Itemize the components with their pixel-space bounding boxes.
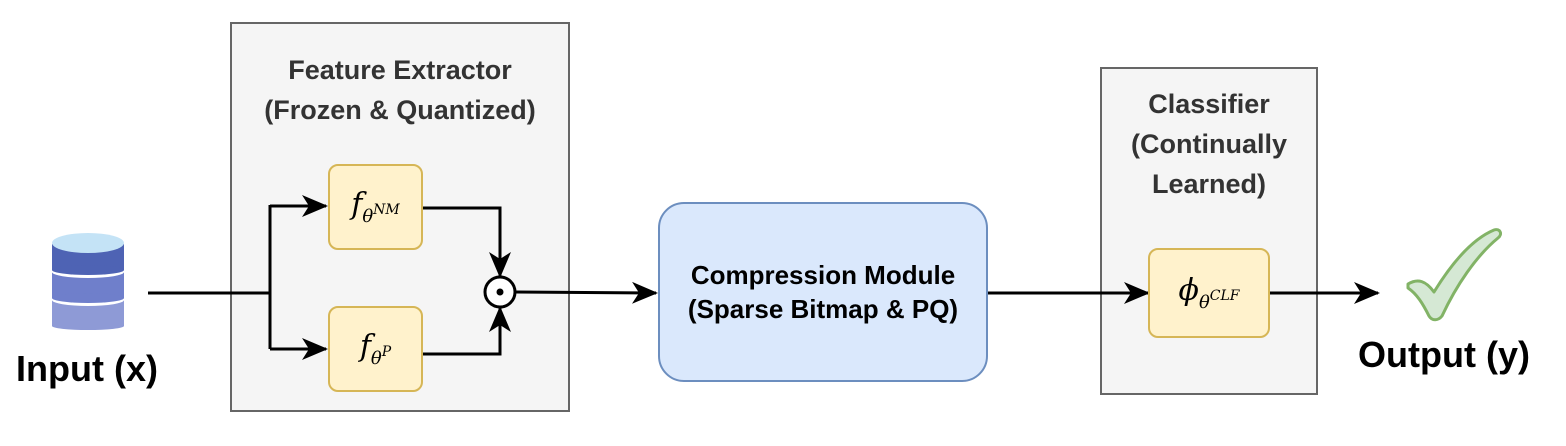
database-icon — [52, 233, 124, 330]
classifier-title: Classifier (Continually Learned) — [1100, 84, 1318, 204]
wire-to-compression — [515, 281, 658, 304]
output-label: Output (y) — [1358, 334, 1530, 375]
classifier-title-line2: (Continually — [1131, 129, 1287, 159]
fnm-box: fθNM — [328, 164, 423, 250]
feature-extractor-title: Feature Extractor (Frozen & Quantized) — [230, 50, 570, 130]
fnm-label: fθNM — [351, 187, 400, 227]
wire-fp-to-combine — [423, 306, 511, 356]
input-label: Input (x) — [16, 348, 158, 389]
feature-extractor-title-line2: (Frozen & Quantized) — [264, 95, 536, 125]
compression-line1: Compression Module — [690, 260, 956, 290]
fp-box: fθP — [328, 306, 423, 392]
classifier-function-label: ϕθCLF — [1178, 273, 1240, 313]
wire-fnm-to-combine — [423, 206, 511, 278]
fp-label: fθP — [359, 329, 392, 369]
compression-line2: (Sparse Bitmap & PQ) — [687, 294, 959, 324]
classifier-title-line1: Classifier — [1148, 89, 1270, 119]
classifier-title-line3: Learned) — [1151, 169, 1267, 199]
checkmark-icon — [1406, 228, 1503, 322]
classifier-group — [1100, 67, 1318, 395]
feature-extractor-title-line1: Feature Extractor — [288, 55, 512, 85]
combine-dot — [496, 288, 504, 296]
classifier-function-box: ϕθCLF — [1148, 248, 1270, 338]
compression-module: Compression Module (Sparse Bitmap & PQ) — [658, 202, 988, 382]
